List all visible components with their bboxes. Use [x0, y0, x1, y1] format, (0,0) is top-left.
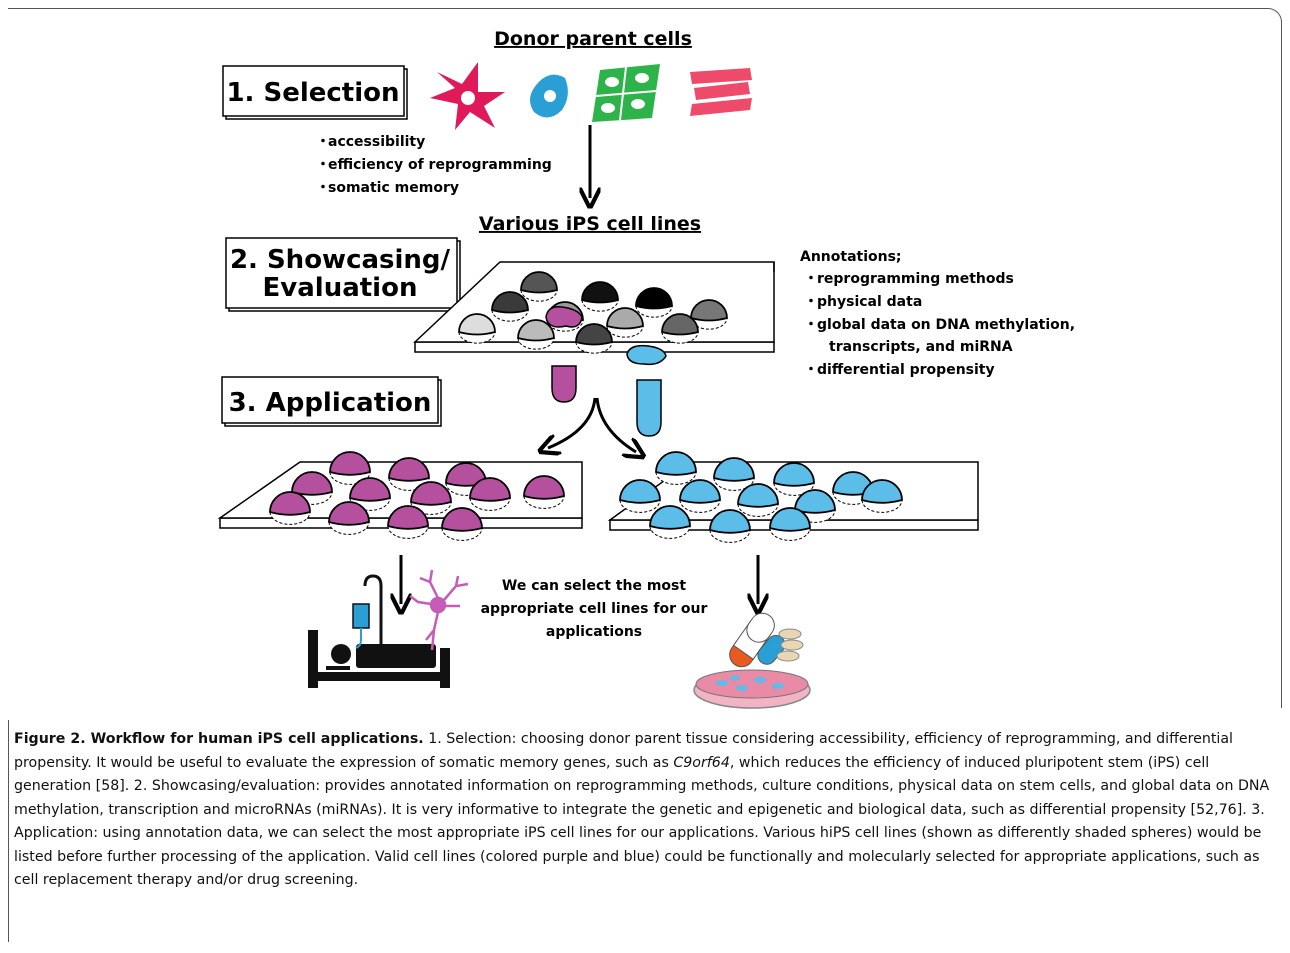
hospital-bed-icon: [308, 574, 450, 688]
figure-caption: Figure 2. Workflow for human iPS cell ap…: [14, 728, 1274, 893]
evaluation-well: [491, 291, 529, 322]
evaluation-well: [581, 281, 619, 312]
evaluation-well: [606, 307, 644, 338]
blue-well: [861, 479, 903, 513]
blue-well: [769, 507, 811, 541]
figure-frame: [8, 8, 1282, 708]
center-note: We can select the most appropriate cell …: [481, 578, 708, 640]
caption-rule: [8, 720, 9, 942]
caption-text-1: 1. Selection: choosing donor parent tiss…: [14, 731, 1233, 771]
evaluation-well: [690, 299, 728, 330]
purple-wells: [269, 451, 565, 541]
ips-lines-heading: Various iPS cell lines: [479, 213, 701, 235]
criterion-3: somatic memory: [328, 180, 459, 196]
criterion-1: accessibility: [328, 134, 425, 150]
step-2-label-line1: 2. Showcasing/: [230, 245, 451, 275]
annotation-3-cont: transcripts, and miRNA: [829, 339, 1013, 355]
selection-criteria: ・ accessibility ・ efficiency of reprogra…: [316, 134, 552, 196]
blue-well: [619, 479, 661, 513]
evaluation-plate: [413, 261, 775, 366]
purple-plate: [217, 451, 583, 541]
epithelial-cells-icon: [592, 64, 660, 122]
caption-text-2: , which reduces the efficiency of induce…: [14, 754, 1270, 889]
blue-well: [737, 483, 779, 517]
evaluation-well: [520, 271, 558, 302]
evaluation-well: [458, 313, 496, 344]
blue-well: [709, 509, 751, 543]
evaluation-well: [661, 313, 699, 344]
blue-cell-icon: [530, 74, 568, 118]
blue-plate: [607, 451, 979, 543]
purple-well: [387, 505, 429, 539]
purple-droplet: [551, 365, 577, 403]
annotation-2: physical data: [817, 294, 922, 310]
criterion-2: efficiency of reprogramming: [328, 157, 552, 173]
evaluation-well: [575, 323, 613, 354]
svg-text:・: ・: [804, 362, 818, 378]
annotation-1: reprogramming methods: [817, 271, 1014, 287]
blue-well: [679, 479, 721, 513]
svg-text:・: ・: [316, 134, 330, 150]
evaluation-well: [635, 287, 673, 318]
svg-text:・: ・: [316, 157, 330, 173]
purple-well: [269, 491, 311, 525]
blue-droplet: [636, 379, 662, 437]
annotation-3: global data on DNA methylation,: [817, 317, 1075, 333]
blue-well: [713, 457, 755, 491]
drug-screening-icon: [693, 612, 811, 709]
split-arrow-right: [595, 397, 636, 452]
blue-wells: [619, 451, 903, 543]
step-3-box: 3. Application: [221, 376, 442, 427]
step-2-box: 2. Showcasing/ Evaluation: [225, 237, 461, 312]
neuron-icon: [409, 569, 469, 651]
step-2-label-line2: Evaluation: [263, 273, 418, 303]
purple-well: [328, 501, 370, 535]
center-note-line2: appropriate cell lines for our: [481, 601, 708, 617]
svg-text:・: ・: [804, 317, 818, 333]
purple-well: [469, 477, 511, 511]
svg-text:・: ・: [804, 294, 818, 310]
purple-well: [523, 475, 565, 509]
muscle-cells-icon: [690, 68, 752, 116]
workflow-diagram: Donor parent cells Various iPS cell line…: [217, 28, 1075, 709]
step-1-label: 1. Selection: [226, 78, 399, 108]
blue-well: [649, 505, 691, 539]
step-1-box: 1. Selection: [222, 65, 408, 120]
center-note-line1: We can select the most: [502, 578, 686, 594]
annotations-list: Annotations; ・ reprogramming methods ・ p…: [800, 249, 1075, 378]
blue-cell-line: [626, 344, 667, 366]
blue-well: [655, 451, 697, 485]
blue-well: [794, 489, 836, 523]
stellate-cell-icon: [430, 62, 505, 130]
donor-cells-heading: Donor parent cells: [494, 28, 692, 50]
purple-well: [441, 507, 483, 541]
annotation-4: differential propensity: [817, 362, 995, 378]
evaluation-well: [517, 319, 555, 350]
evaluation-wells: [458, 271, 728, 366]
svg-text:・: ・: [316, 180, 330, 196]
caption-gene-name: C9orf64: [673, 754, 730, 771]
caption-title: Figure 2. Workflow for human iPS cell ap…: [14, 731, 424, 747]
center-note-line3: applications: [546, 624, 642, 640]
split-arrow-left: [548, 397, 597, 448]
purple-cell-line: [545, 305, 583, 328]
annotations-title: Annotations;: [800, 249, 902, 265]
svg-text:・: ・: [804, 271, 818, 287]
step-3-label: 3. Application: [229, 388, 432, 418]
